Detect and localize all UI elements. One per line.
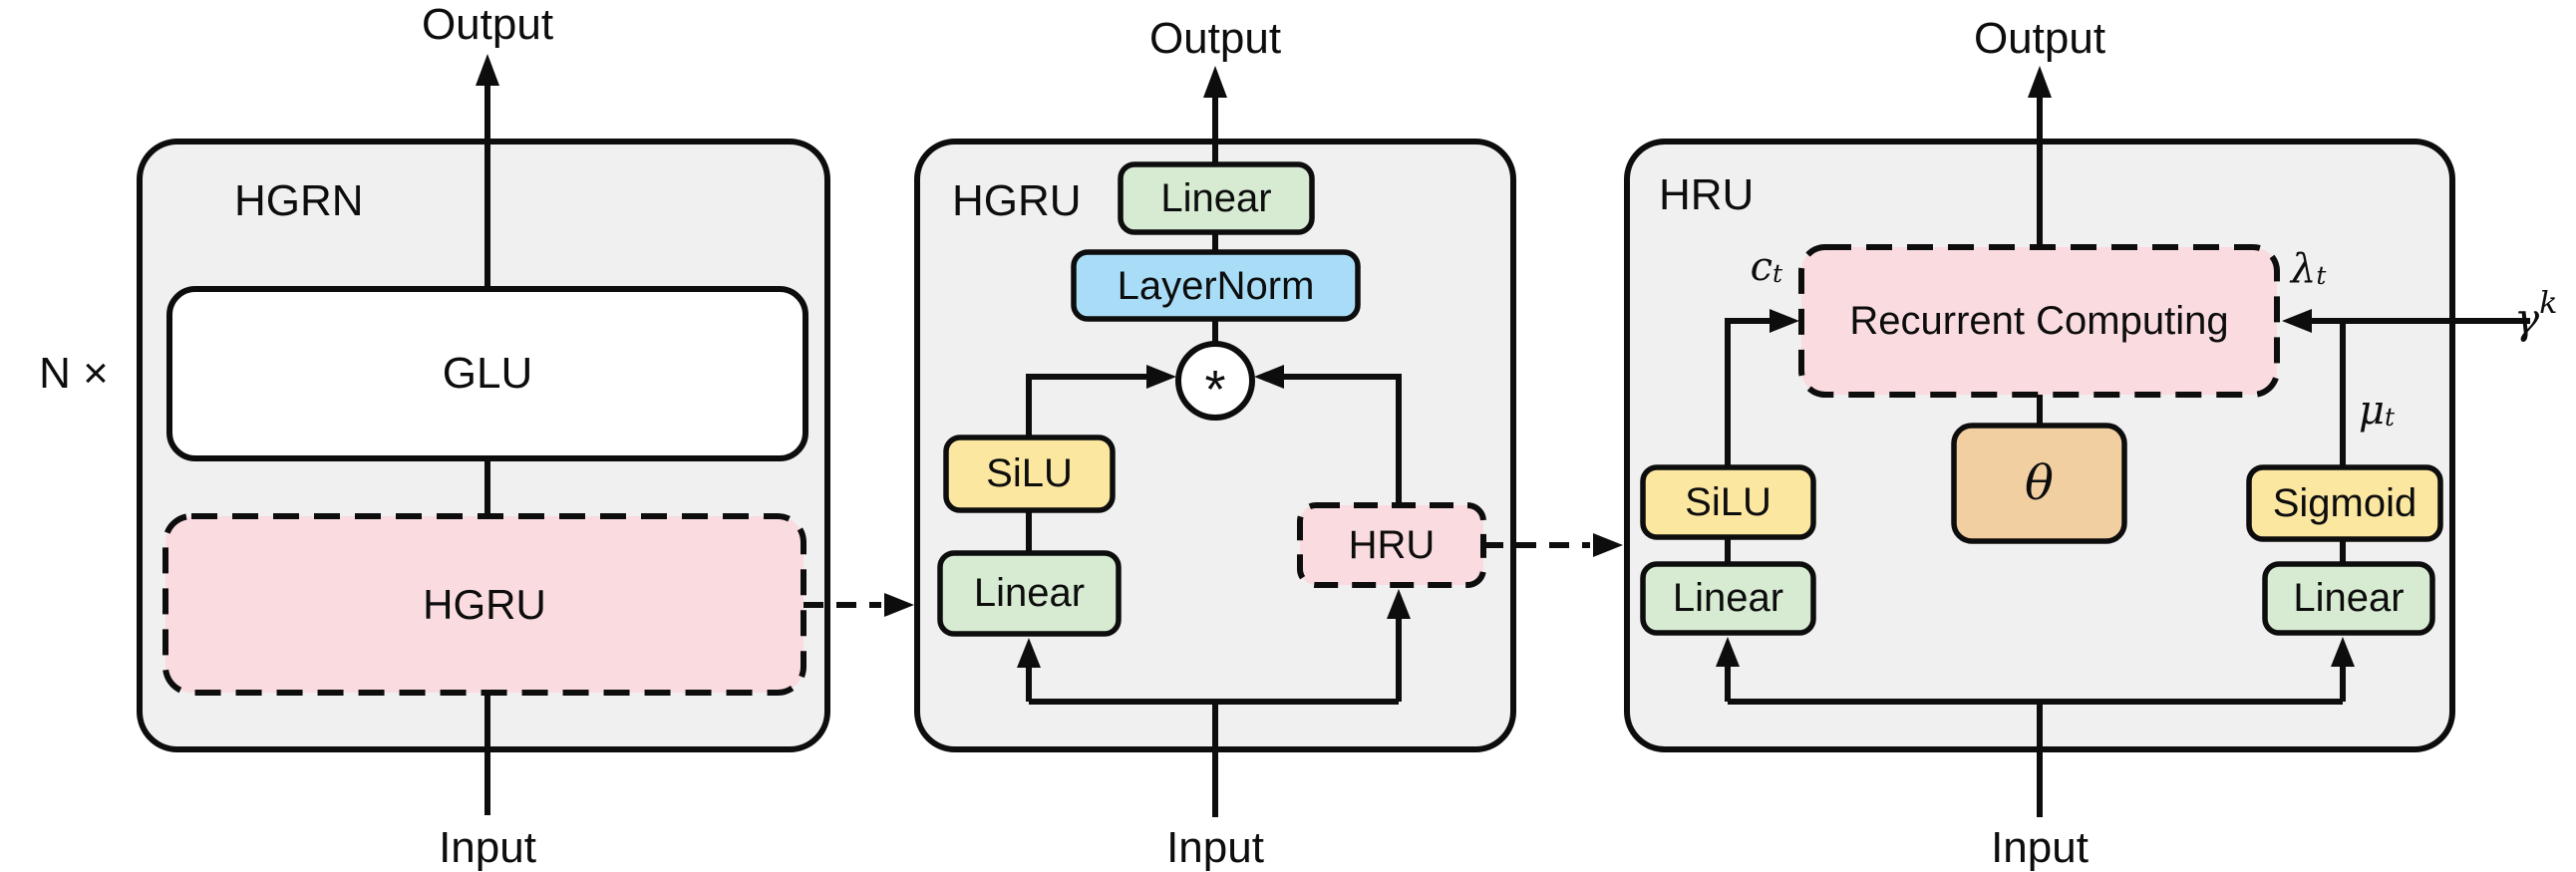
- linear-top-label: Linear: [1160, 176, 1272, 220]
- ct-base: c: [1750, 244, 1773, 290]
- hgru-output-label: Output: [1148, 14, 1282, 63]
- recurrent-computing-label: Recurrent Computing: [1849, 299, 2229, 343]
- hru-box-mid: [1297, 502, 1486, 588]
- theta-label: θ: [2025, 455, 2054, 511]
- multiply-label: *: [1178, 344, 1252, 418]
- mul-left-arrowhead: [1146, 365, 1176, 389]
- recurrent-right-arrowhead: [2282, 309, 2312, 333]
- linear-right-box-right: [2262, 561, 2435, 636]
- linear-right-right-label: Linear: [2293, 576, 2405, 620]
- hru-flow-lines: [1725, 90, 2530, 817]
- mu-sub: t: [2385, 402, 2395, 432]
- hru-output-arrowhead: [2028, 66, 2052, 98]
- multiply-node: [1175, 341, 1255, 421]
- silu-box-mid: [943, 435, 1116, 513]
- linear-top-box: [1118, 161, 1315, 235]
- recurrent-left-arrowhead: [1770, 309, 1799, 333]
- gamma-base: γ: [2514, 294, 2540, 343]
- hru-output-label: Output: [1973, 14, 2106, 63]
- lambda-base: λ: [2291, 246, 2317, 292]
- hgrn-panel-title: HGRN: [234, 176, 364, 225]
- hru-zoom-arrowhead: [1593, 533, 1623, 557]
- lambda-sub: t: [2316, 260, 2327, 290]
- gamma-sup: k: [2539, 285, 2558, 321]
- hgru-box: [162, 513, 806, 696]
- sigmoid-label: Sigmoid: [2272, 481, 2417, 525]
- layernorm-label: LayerNorm: [1117, 264, 1315, 308]
- repeat-count-label: N ×: [39, 349, 109, 398]
- hru-in-arrowhead: [1387, 589, 1411, 619]
- linear-left-box-right: [1640, 561, 1816, 636]
- linear-left-in-arrowhead: [1716, 637, 1740, 667]
- hgru-output-arrowhead: [1203, 66, 1227, 98]
- silu-box-right: [1640, 464, 1816, 540]
- hru-input-label: Input: [1991, 823, 2089, 872]
- silu-right-label: SiLU: [1685, 480, 1771, 524]
- hgru-zoom-arrowhead: [884, 593, 914, 617]
- theta-box: [1951, 423, 2127, 544]
- layernorm-box: [1071, 249, 1361, 322]
- hgru-input-label: Input: [1166, 823, 1264, 872]
- hgru-flow-lines: [1026, 90, 1402, 817]
- hgrn-output-arrowhead: [476, 54, 499, 86]
- linear-left-right-label: Linear: [1672, 576, 1784, 620]
- silu-mid-label: SiLU: [986, 451, 1073, 495]
- hgru-box-label: HGRU: [423, 581, 546, 628]
- hgrn-output-label: Output: [421, 0, 554, 49]
- recurrent-computing-box: [1798, 244, 2280, 398]
- mul-right-arrowhead: [1254, 365, 1284, 389]
- hgru-panel-title: HGRU: [952, 176, 1082, 225]
- hgrn-input-label: Input: [439, 823, 536, 872]
- asterisk-glyph: *: [1204, 360, 1226, 420]
- ct-sub: t: [1772, 258, 1782, 288]
- hru-box-mid-label: HRU: [1348, 523, 1436, 567]
- hru-panel-title: HRU: [1659, 170, 1755, 219]
- linear-left-box-mid: [937, 550, 1122, 637]
- glu-box: [166, 286, 808, 461]
- linear-right-in-arrowhead: [2331, 637, 2355, 667]
- mu-base: μ: [2359, 388, 2385, 434]
- linear-in-arrowhead: [1017, 638, 1041, 668]
- sigmoid-box: [2246, 464, 2443, 542]
- glu-label: GLU: [442, 349, 533, 398]
- linear-left-mid-label: Linear: [973, 571, 1086, 615]
